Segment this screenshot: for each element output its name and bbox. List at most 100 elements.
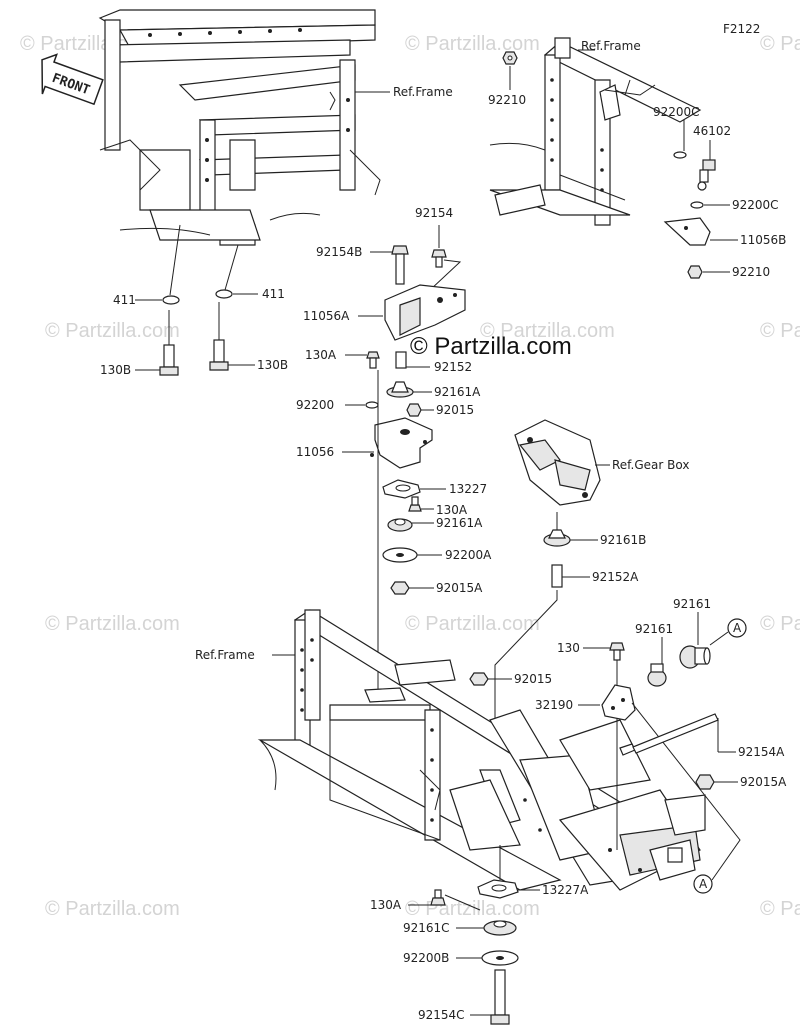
nut-92015A-mid	[390, 581, 410, 595]
part-label-92154A: 92154A	[738, 745, 785, 759]
watermark: © Partzilla.com	[45, 613, 180, 635]
part-label-411: 411	[262, 287, 285, 301]
part-label-92200B: 92200B	[403, 951, 449, 965]
bolt-130A-mid	[408, 496, 422, 512]
bolt-130A-bottom	[430, 889, 446, 906]
nut-92015A-right	[695, 774, 715, 790]
part-label-11056B: 11056B	[740, 233, 786, 247]
part-label-92161: 92161	[673, 597, 711, 611]
part-label-92161: 92161	[635, 622, 673, 636]
part-label-92200C: 92200C	[732, 198, 779, 212]
part-label-92161A: 92161A	[436, 516, 483, 530]
bolt-92154	[431, 249, 447, 268]
callout-a-top	[727, 618, 747, 638]
bolt-92154A	[619, 713, 719, 756]
ref-frame-label: Ref.Frame	[195, 648, 255, 662]
rubber-92161-a	[679, 645, 711, 669]
link-46102	[697, 159, 716, 191]
part-label-92200: 92200	[296, 398, 334, 412]
bracket-11056	[370, 417, 433, 469]
callout-label: A	[699, 877, 708, 891]
collar-92152	[395, 351, 407, 369]
bolt-130A-top	[366, 351, 380, 369]
watermark: © Partzilla.com	[760, 33, 800, 55]
gear-box-ref	[514, 419, 601, 506]
front-arrow: FRONT	[41, 53, 104, 106]
watermark: © Partzilla.com	[480, 320, 615, 342]
part-label-130A: 130A	[305, 348, 337, 362]
rubber-92161C	[483, 920, 517, 936]
rubber-92161B	[543, 529, 571, 547]
part-label-92161A: 92161A	[434, 385, 481, 399]
plate-13227	[382, 479, 421, 499]
part-label-92200C: 92200C	[653, 105, 700, 119]
part-label-92210: 92210	[732, 265, 770, 279]
diagram-id: F2122	[723, 22, 760, 36]
part-label-13227: 13227	[449, 482, 487, 496]
bracket-11056A	[384, 284, 466, 341]
part-label-130B: 130B	[257, 358, 288, 372]
ref-frame-label: Ref.Frame	[581, 39, 641, 53]
part-label-32190: 32190	[535, 698, 573, 712]
part-label-92015A: 92015A	[436, 581, 483, 595]
frame-top-left	[98, 9, 381, 246]
washer-92200C	[673, 151, 687, 159]
bolt-130	[609, 642, 625, 661]
nut-92210-low	[687, 265, 703, 279]
ref-frame-label: Ref.Frame	[393, 85, 453, 99]
plate-13227A	[477, 879, 519, 899]
bracket-32190	[601, 684, 636, 721]
watermark: © Partzilla.com	[405, 33, 540, 55]
part-label-13227A: 13227A	[542, 883, 589, 897]
part-label-92154: 92154	[415, 206, 453, 220]
part-label-130B: 130B	[100, 363, 131, 377]
washer-92200C	[690, 201, 704, 209]
watermark: © Partzilla.com	[760, 613, 800, 635]
ref-gear-box-label: Ref.Gear Box	[612, 458, 689, 472]
part-label-92015: 92015	[436, 403, 474, 417]
callout-label: A	[733, 621, 742, 635]
part-label-92210: 92210	[488, 93, 526, 107]
part-label-411: 411	[113, 293, 136, 307]
part-label-92154C: 92154C	[418, 1008, 465, 1022]
watermark: © Partzilla.com	[760, 898, 800, 920]
washer-92200	[365, 401, 379, 409]
bolt-130B-right	[209, 339, 229, 371]
bolt-130B-left	[159, 344, 179, 376]
washer-411-right	[215, 289, 233, 299]
part-label-92015A: 92015A	[740, 775, 787, 789]
watermark: © Partzilla.com	[405, 613, 540, 635]
collar-92152A	[551, 564, 563, 588]
part-label-92154B: 92154B	[316, 245, 362, 259]
bracket-11056B	[663, 217, 711, 246]
bolt-92154C	[490, 969, 510, 1025]
brand-logo: © Partzilla.com	[410, 333, 572, 360]
watermark: © Partzilla.com	[45, 320, 180, 342]
part-label-92200A: 92200A	[445, 548, 492, 562]
nut-92015-mid	[469, 672, 489, 686]
part-label-130A: 130A	[436, 503, 468, 517]
callout-a-bottom	[693, 874, 713, 894]
part-label-46102: 46102	[693, 124, 731, 138]
nut-92210-top	[502, 51, 518, 65]
frame-bottom	[257, 609, 706, 891]
watermark: © Partzilla.com	[760, 320, 800, 342]
frame-top-right	[489, 37, 702, 226]
bolt-92154B	[391, 245, 409, 285]
rubber-92161-b	[647, 663, 667, 687]
nut-92015-top	[406, 403, 422, 417]
part-label-11056A: 11056A	[303, 309, 350, 323]
part-label-92161B: 92161B	[600, 533, 646, 547]
watermark: © Partzilla.com	[45, 898, 180, 920]
part-label-92161C: 92161C	[403, 921, 450, 935]
washer-411-left	[162, 295, 180, 305]
rubber-92161A-top	[386, 381, 414, 398]
rubber-92161A-low	[387, 518, 413, 532]
part-label-92152: 92152	[434, 360, 472, 374]
part-label-92152A: 92152A	[592, 570, 639, 584]
part-label-130: 130	[557, 641, 580, 655]
part-label-11056: 11056	[296, 445, 334, 459]
part-label-130A: 130A	[370, 898, 402, 912]
